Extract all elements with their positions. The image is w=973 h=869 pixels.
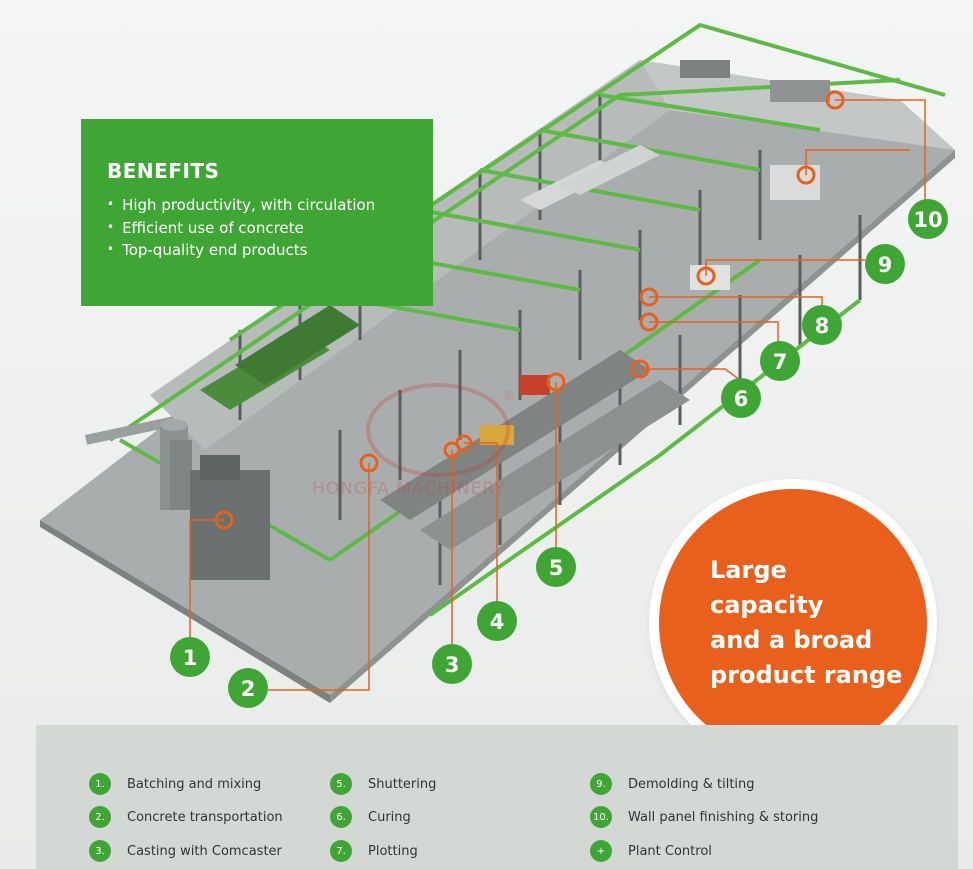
legend-item-transportation: 2. Concrete transportation <box>89 806 283 828</box>
benefits-list: High productivity, with circulation Effi… <box>107 195 433 263</box>
factory-side-wall <box>640 60 955 150</box>
legend-badge: 7. <box>330 840 352 862</box>
legend-label: Wall panel finishing & storing <box>628 809 819 825</box>
legend-item-demolding: 9. Demolding & tilting <box>590 773 755 795</box>
legend-badge: 5. <box>330 773 352 795</box>
legend-badge: 10. <box>590 806 612 828</box>
legend-badge: 3. <box>89 840 111 862</box>
marker-5: 5 <box>536 547 576 587</box>
legend-item-curing: 6. Curing <box>330 806 411 828</box>
legend-label: Plotting <box>368 843 418 859</box>
legend-item-shuttering: 5. Shuttering <box>330 773 436 795</box>
legend-label: Batching and mixing <box>127 776 262 792</box>
legend-label: Shuttering <box>368 776 437 792</box>
benefit-item: Top-quality end products <box>107 240 433 263</box>
benefits-panel: BENEFITS High productivity, with circula… <box>81 119 433 306</box>
marker-4: 4 <box>477 601 517 641</box>
marker-2: 2 <box>228 668 268 708</box>
leader-lines <box>189 99 926 691</box>
watermark-text: HONGFA MACHINERY <box>312 479 506 499</box>
watermark-registered: ® <box>503 389 515 403</box>
number-markers: 1 2 3 4 5 6 7 8 9 10 <box>170 199 948 708</box>
factory-floor-front-edge <box>40 520 330 703</box>
marker-10: 10 <box>908 199 948 239</box>
legend-label: Concrete transportation <box>127 809 283 825</box>
marker-4-label: 4 <box>490 610 505 634</box>
capacity-badge: Large capacity and a broad product range <box>659 489 927 757</box>
marker-3: 3 <box>432 644 472 684</box>
legend-badge: 1. <box>89 773 111 795</box>
legend-item-batching: 1. Batching and mixing <box>89 773 261 795</box>
marker-8-label: 8 <box>815 314 830 338</box>
legend-badge: 6. <box>330 806 352 828</box>
marker-5-label: 5 <box>549 556 564 580</box>
location-rings <box>214 90 845 530</box>
legend-badge: 2. <box>89 806 111 828</box>
marker-2-label: 2 <box>241 677 256 701</box>
legend-item-finishing: 10. Wall panel finishing & storing <box>590 806 818 828</box>
legend-badge: 9. <box>590 773 612 795</box>
legend-label: Demolding & tilting <box>628 776 755 792</box>
marker-3-label: 3 <box>445 653 460 677</box>
marker-6-label: 6 <box>734 387 749 411</box>
marker-7-label: 7 <box>773 350 788 374</box>
marker-7: 7 <box>760 341 800 381</box>
watermark: ® HONGFA MACHINERY <box>312 383 515 499</box>
marker-9-label: 9 <box>878 253 893 277</box>
legend-badge: + <box>590 840 612 862</box>
benefit-item: High productivity, with circulation <box>107 195 433 218</box>
capacity-text: Large capacity and a broad product range <box>678 553 908 693</box>
marker-8: 8 <box>802 305 842 345</box>
marker-10-label: 10 <box>913 208 942 232</box>
benefits-title: BENEFITS <box>107 159 220 183</box>
batching-plant <box>85 416 270 580</box>
legend-item-casting: 3. Casting with Comcaster <box>89 840 282 862</box>
marker-1: 1 <box>170 637 210 677</box>
legend-label: Plant Control <box>628 843 712 859</box>
process-legend: 1. Batching and mixing 2. Concrete trans… <box>36 725 958 869</box>
capacity-line: Large capacity <box>710 556 824 619</box>
capacity-line: and a broad <box>710 626 873 654</box>
marker-6: 6 <box>721 378 761 418</box>
legend-label: Casting with Comcaster <box>127 843 282 859</box>
legend-label: Curing <box>368 809 411 825</box>
legend-item-plotting: 7. Plotting <box>330 840 418 862</box>
capacity-line: product range <box>710 661 903 689</box>
marker-9: 9 <box>865 244 905 284</box>
legend-item-plant-control: + Plant Control <box>590 840 712 862</box>
marker-1-label: 1 <box>183 646 198 670</box>
benefit-item: Efficient use of concrete <box>107 218 433 241</box>
